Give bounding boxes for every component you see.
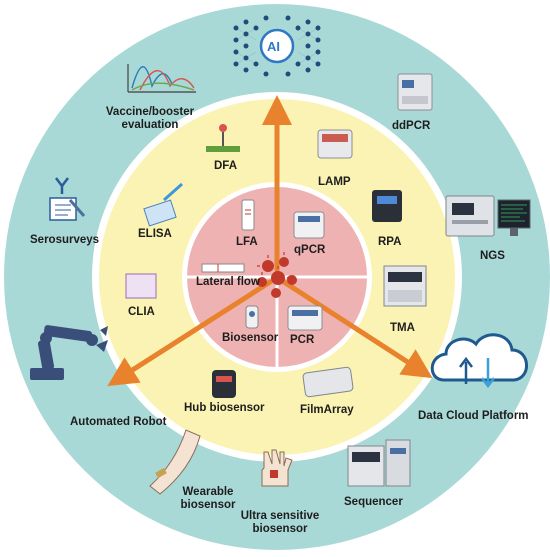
neural-network-icon — [233, 15, 321, 77]
arrow-to-robot — [107, 279, 273, 387]
wearable-label: Wearable biosensor — [168, 486, 248, 512]
lateral-flow-strips-icon — [201, 263, 245, 273]
hub-biosensor-label: Hub biosensor — [184, 402, 265, 414]
qpcr-instrument-icon — [293, 211, 325, 239]
sequencer-label: Sequencer — [344, 496, 403, 508]
ngs-label: NGS — [480, 250, 505, 262]
filmarray-icon — [302, 366, 354, 398]
clia-label: CLIA — [128, 306, 155, 318]
data-cloud-label: Data Cloud Platform — [418, 410, 529, 422]
vaccine-label-line1: Vaccine/booster — [105, 106, 195, 118]
serosurveys-label: Serosurveys — [30, 234, 100, 246]
elisa-plate-icon — [143, 182, 183, 227]
ai-badge-label: AI — [267, 39, 280, 54]
qpcr-label: qPCR — [294, 244, 326, 256]
ultra-label-line1: Ultra sensitive — [240, 510, 320, 522]
vaccine-label: Vaccine/booster evaluation — [94, 106, 206, 132]
elisa-label: ELISA — [138, 228, 172, 240]
microscope-icon — [206, 124, 240, 152]
biosensor-label: Biosensor — [222, 332, 279, 344]
robot-arm-icon — [30, 325, 108, 380]
wearable-label-line1: Wearable — [182, 486, 234, 498]
hand-sensor-icon — [261, 449, 293, 487]
lateral-flow-label: Lateral flow — [196, 276, 260, 288]
biosensor-device-icon — [245, 305, 259, 329]
lamp-label: LAMP — [318, 176, 351, 188]
arrows — [107, 95, 433, 387]
clia-plate-icon — [125, 273, 157, 299]
lamp-instrument-icon — [317, 129, 353, 159]
serosurvey-icon — [49, 177, 86, 221]
automated-robot-label: Automated Robot — [70, 416, 167, 428]
sequencer-icon — [347, 439, 411, 487]
rpa-label: RPA — [378, 236, 402, 248]
vaccine-label-line2: evaluation — [121, 119, 179, 131]
arrow-to-cloud — [281, 279, 433, 379]
dfa-label: DFA — [214, 160, 237, 172]
ultra-label-line2: biosensor — [252, 523, 308, 535]
wearable-label-line2: biosensor — [180, 499, 236, 511]
virus-icon — [257, 252, 297, 298]
line-chart-icon — [127, 64, 196, 93]
ngs-instrument-icon — [445, 195, 531, 237]
tma-label: TMA — [390, 322, 415, 334]
lfa-label: LFA — [236, 236, 258, 248]
pcr-label: PCR — [290, 334, 315, 346]
ddpcr-instrument-icon — [397, 73, 433, 111]
lfa-cassette-icon — [241, 199, 255, 231]
wearable-arm-icon — [149, 429, 201, 495]
ultra-sensitive-label: Ultra sensitive biosensor — [230, 510, 330, 536]
filmarray-label: FilmArray — [300, 404, 354, 416]
rpa-instrument-icon — [372, 190, 402, 222]
pcr-instrument-icon — [287, 305, 323, 331]
ddpcr-label: ddPCR — [392, 120, 431, 132]
tma-instrument-icon — [383, 265, 427, 307]
cloud-icon — [430, 333, 528, 389]
hub-biosensor-icon — [212, 370, 236, 398]
